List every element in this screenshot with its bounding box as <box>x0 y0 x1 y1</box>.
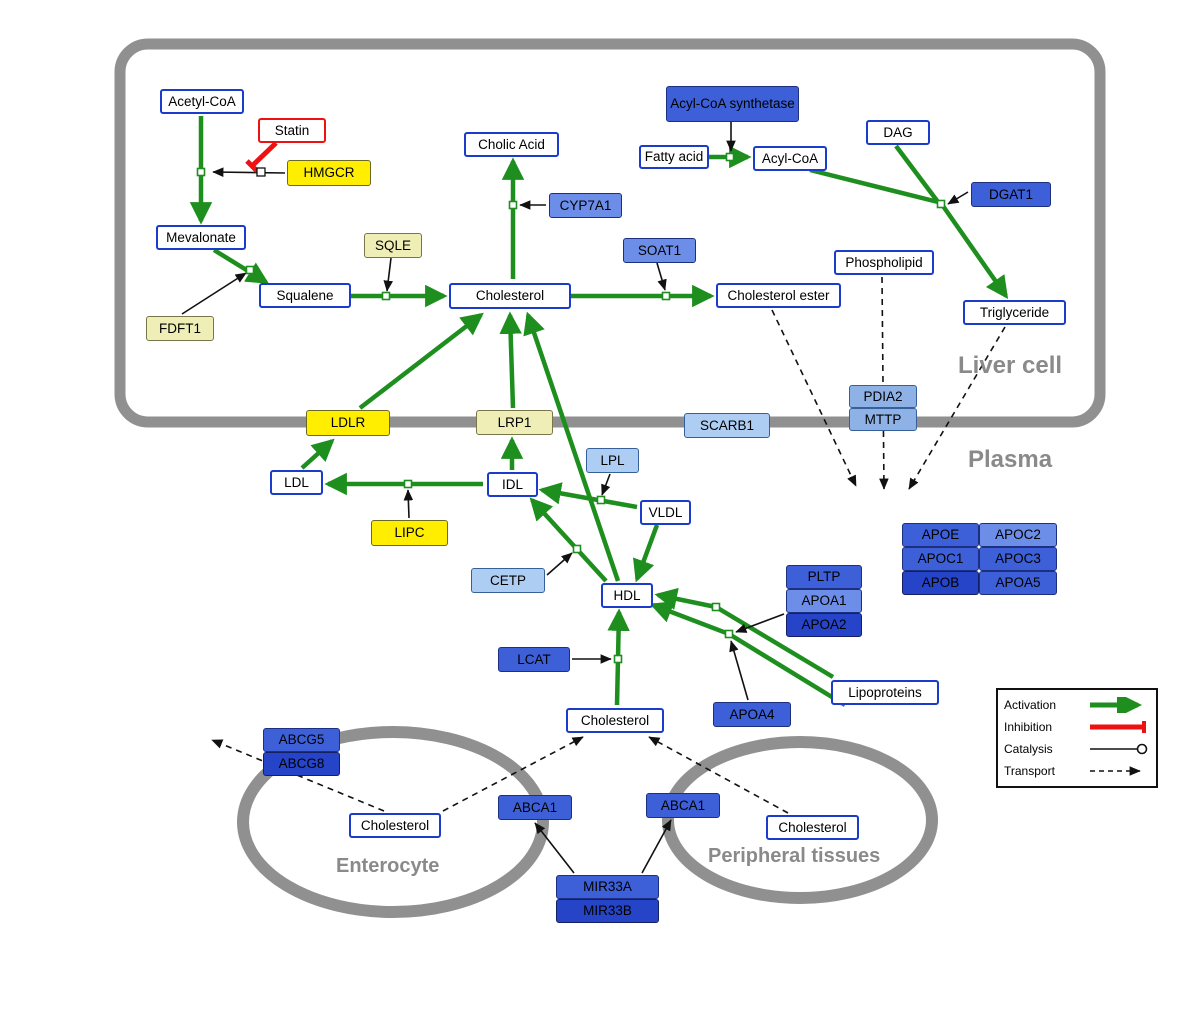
node-apoa1[interactable]: APOA1 <box>786 589 862 613</box>
node-apoa5[interactable]: APOA5 <box>979 571 1057 595</box>
enterocyte-membrane <box>237 726 549 918</box>
node-cetp[interactable]: CETP <box>471 568 545 593</box>
node-fatty-acid[interactable]: Fatty acid <box>639 145 709 169</box>
transport-dashed-arrow-icon <box>1090 766 1141 776</box>
plasma-label: Plasma <box>968 446 1053 473</box>
node-cyp7a1[interactable]: CYP7A1 <box>549 193 622 218</box>
node-acyl-coa-synthetase[interactable]: Acyl-CoA synthetase <box>666 86 799 122</box>
node-phospholipid[interactable]: Phospholipid <box>834 250 934 275</box>
catalysis-node-marker <box>256 167 266 177</box>
node-hdl[interactable]: HDL <box>601 583 653 608</box>
node-triglyceride[interactable]: Triglyceride <box>963 300 1066 325</box>
node-cholic-acid[interactable]: Cholic Acid <box>464 132 559 157</box>
node-statin[interactable]: Statin <box>258 118 326 143</box>
legend-row-activation: Activation <box>1004 694 1150 716</box>
node-lcat[interactable]: LCAT <box>498 647 570 672</box>
legend-inhibition-label: Inhibition <box>1004 720 1053 734</box>
legend: Activation Inhibition Catalysis Transpor… <box>996 688 1158 788</box>
node-lipc[interactable]: LIPC <box>371 520 448 546</box>
node-fdft1[interactable]: FDFT1 <box>146 316 214 341</box>
node-pdia2[interactable]: PDIA2 <box>849 385 917 408</box>
node-dgat1[interactable]: DGAT1 <box>971 182 1051 207</box>
peripheral-tissues-label: Peripheral tissues <box>708 845 881 867</box>
inhibition-tbar-icon <box>1090 721 1146 733</box>
node-squalene[interactable]: Squalene <box>259 283 351 308</box>
node-hmgcr[interactable]: HMGCR <box>287 160 371 186</box>
legend-row-catalysis: Catalysis <box>1004 738 1150 760</box>
node-apoa4[interactable]: APOA4 <box>713 702 791 727</box>
node-idl[interactable]: IDL <box>487 472 538 497</box>
node-apoa2[interactable]: APOA2 <box>786 613 862 637</box>
node-abcg8[interactable]: ABCG8 <box>263 752 340 776</box>
catalysis-circle-icon <box>1090 743 1148 755</box>
node-abca1-peripheral[interactable]: ABCA1 <box>646 793 720 818</box>
node-dag[interactable]: DAG <box>866 120 930 145</box>
node-lipoproteins[interactable]: Lipoproteins <box>831 680 939 705</box>
node-soat1[interactable]: SOAT1 <box>623 238 696 263</box>
node-acetyl-coa[interactable]: Acetyl-CoA <box>160 89 244 114</box>
activation-arrow-icon <box>1090 697 1143 713</box>
node-abcg5[interactable]: ABCG5 <box>263 728 340 752</box>
node-cholesterol-ester[interactable]: Cholesterol ester <box>716 283 841 308</box>
enterocyte-label: Enterocyte <box>336 855 440 877</box>
node-cholesterol-enterocyte[interactable]: Cholesterol <box>349 813 441 838</box>
legend-row-transport: Transport <box>1004 760 1150 782</box>
node-scarb1[interactable]: SCARB1 <box>684 413 770 438</box>
node-mir33a[interactable]: MIR33A <box>556 875 659 899</box>
node-apob[interactable]: APOB <box>902 571 979 595</box>
inhibition-edge-statin <box>245 141 278 173</box>
node-cholesterol-liver[interactable]: Cholesterol <box>449 283 571 309</box>
node-cholesterol-peripheral[interactable]: Cholesterol <box>766 815 859 840</box>
legend-transport-label: Transport <box>1004 764 1055 778</box>
node-vldl[interactable]: VLDL <box>640 500 691 525</box>
legend-row-inhibition: Inhibition <box>1004 716 1150 738</box>
node-ldl[interactable]: LDL <box>270 470 323 495</box>
node-mir33b[interactable]: MIR33B <box>556 899 659 923</box>
catalysis-edges <box>181 122 969 874</box>
reaction-junctions <box>196 152 946 664</box>
node-sqle[interactable]: SQLE <box>364 233 422 258</box>
legend-catalysis-label: Catalysis <box>1004 742 1053 756</box>
node-pltp[interactable]: PLTP <box>786 565 862 589</box>
liver-cell-membrane <box>114 38 1106 428</box>
liver-cell-label: Liver cell <box>958 352 1063 379</box>
node-cholesterol-plasma[interactable]: Cholesterol <box>566 708 664 733</box>
node-mttp[interactable]: MTTP <box>849 408 917 431</box>
legend-activation-label: Activation <box>1004 698 1057 712</box>
node-lrp1[interactable]: LRP1 <box>476 410 553 435</box>
node-lpl[interactable]: LPL <box>586 448 639 473</box>
node-abca1-enterocyte[interactable]: ABCA1 <box>498 795 572 820</box>
node-apoe[interactable]: APOE <box>902 523 979 547</box>
node-apoc1[interactable]: APOC1 <box>902 547 979 571</box>
node-acyl-coa[interactable]: Acyl-CoA <box>753 146 827 171</box>
node-ldlr[interactable]: LDLR <box>306 410 390 436</box>
node-apoc3[interactable]: APOC3 <box>979 547 1057 571</box>
node-apoc2[interactable]: APOC2 <box>979 523 1057 547</box>
node-mevalonate[interactable]: Mevalonate <box>156 225 246 250</box>
